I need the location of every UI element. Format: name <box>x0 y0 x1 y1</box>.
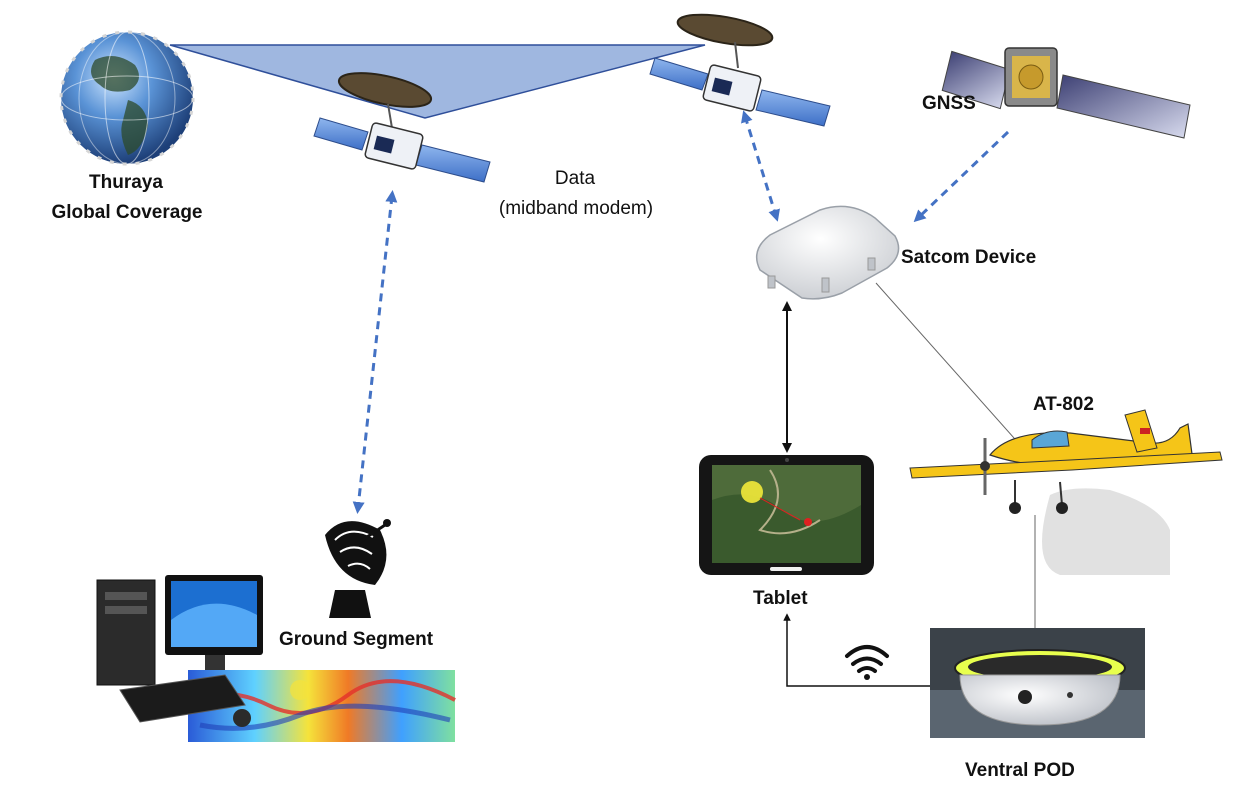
gnss-satellite-icon <box>941 47 1191 139</box>
computer-icon <box>96 575 263 727</box>
dish-antenna-icon <box>325 519 391 618</box>
pod-tablet-link <box>783 613 930 687</box>
coverage-beam <box>169 44 706 119</box>
satellite-icon <box>313 72 491 183</box>
data-label-line2: (midband modem) <box>498 198 654 219</box>
globe-icon <box>59 30 195 166</box>
aircraft-icon <box>909 409 1223 575</box>
aircraft-label: AT-802 <box>1033 394 1094 415</box>
ground-segment-label: Ground Segment <box>279 629 434 650</box>
gnss-label: GNSS <box>922 93 976 114</box>
wifi-icon <box>845 645 889 680</box>
tablet-label: Tablet <box>753 588 808 609</box>
tablet-icon <box>699 455 874 575</box>
data-label-line1: Data <box>554 168 596 189</box>
ventral-pod-label: Ventral POD <box>965 760 1075 781</box>
ventral-pod-icon <box>930 628 1145 738</box>
thuraya-label-line2: Global Coverage <box>51 202 203 223</box>
gnss-satcom-link <box>913 130 1010 223</box>
satcom-satellite-link <box>741 110 780 222</box>
satcom-label: Satcom Device <box>901 247 1037 268</box>
ground-satellite-link <box>352 190 398 514</box>
satcom-aircraft-cable <box>875 282 1023 448</box>
thuraya-label-line1: Thuraya <box>89 172 163 193</box>
satcom-antenna-icon <box>755 205 900 300</box>
satellite-icon <box>649 13 831 127</box>
